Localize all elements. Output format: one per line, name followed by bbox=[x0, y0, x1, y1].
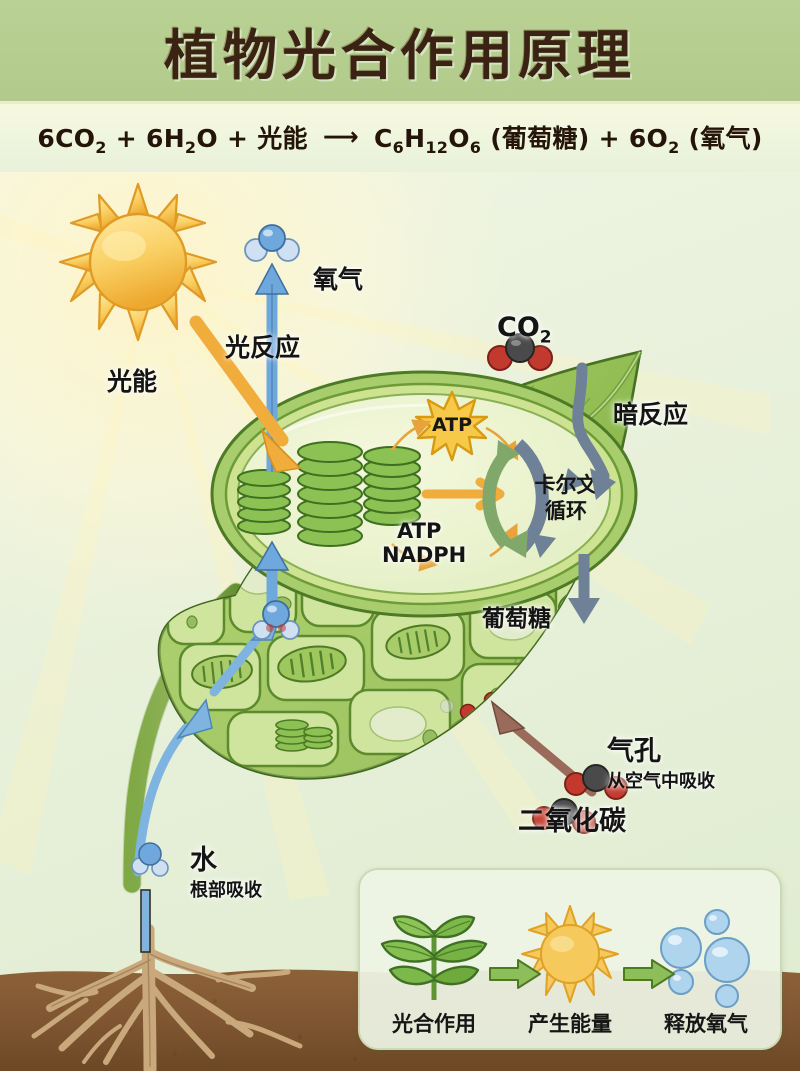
eq-o2-sub: 2 bbox=[668, 138, 680, 157]
sun-icon bbox=[58, 182, 218, 342]
legend-caption-photosynthesis: 光合作用 bbox=[392, 1012, 476, 1036]
co2-molecule-icon bbox=[487, 333, 553, 371]
eq-glucose-sub2: 12 bbox=[425, 138, 449, 157]
photosynthesis-equation: 6CO2 + 6H2O + 光能 ⟶ C6H12O6 (葡萄糖) + 6O2 (… bbox=[37, 119, 762, 157]
label-water-sub: 根部吸收 bbox=[190, 880, 262, 901]
label-light-energy: 光能 bbox=[107, 367, 158, 396]
thylakoid-grana-stacks bbox=[237, 441, 421, 547]
label-dark-reaction: 暗反应 bbox=[613, 400, 689, 429]
legend-arrow-2-icon bbox=[623, 959, 675, 989]
co2-intake-arrow bbox=[572, 362, 616, 500]
eq-o2: 6O bbox=[628, 124, 669, 153]
page-title: 植物光合作用原理 bbox=[164, 24, 636, 87]
label-atp-nadph-line2: NADPH bbox=[382, 543, 467, 567]
label-light-reaction: 光反应 bbox=[225, 333, 301, 362]
water-molecule-icon bbox=[252, 600, 300, 640]
calvin-cycle-label-line1: 卡尔文 bbox=[535, 473, 599, 497]
label-co2-subscript: 2 bbox=[539, 327, 552, 348]
co2-external-molecules-icon bbox=[532, 764, 628, 834]
legend-caption-energy: 产生能量 bbox=[528, 1012, 612, 1036]
label-co2-formula: CO2 bbox=[497, 312, 552, 347]
eq-glucose-c: C bbox=[373, 124, 393, 153]
summary-legend-panel: 光合作用 产生能量 bbox=[358, 868, 782, 1050]
eq-plus-1: + bbox=[115, 124, 137, 153]
calvin-cycle-ring bbox=[482, 439, 586, 558]
photosynthesis-illustration: ATP 卡尔文 bbox=[58, 182, 643, 894]
eq-co2: 6CO bbox=[37, 124, 96, 153]
legend-item-photosynthesis[interactable]: 光合作用 bbox=[374, 896, 494, 1038]
eq-light-energy: 光能 bbox=[257, 124, 308, 153]
water-molecule-stem-icon bbox=[131, 842, 169, 877]
legend-caption-oxygen: 释放氧气 bbox=[664, 1012, 748, 1036]
root-system bbox=[31, 889, 303, 1071]
title-band: 植物光合作用原理 bbox=[0, 0, 800, 104]
atp-star-label: ATP bbox=[432, 414, 472, 436]
label-stomata: 气孔 bbox=[607, 736, 661, 767]
legend-item-oxygen[interactable]: 释放氧气 bbox=[646, 896, 766, 1038]
label-oxygen: 氧气 bbox=[313, 265, 364, 294]
eq-glucose-h: H bbox=[404, 124, 426, 153]
eq-glucose-name: (葡萄糖) bbox=[490, 124, 590, 153]
legend-arrow-1-icon bbox=[489, 959, 541, 989]
label-glucose: 葡萄糖 bbox=[482, 606, 551, 632]
plant-sprout-icon bbox=[374, 896, 494, 1004]
equation-band: 6CO2 + 6H2O + 光能 ⟶ C6H12O6 (葡萄糖) + 6O2 (… bbox=[0, 104, 800, 172]
label-stomata-sub: 从空气中吸收 bbox=[607, 771, 715, 792]
oxygen-molecule-icon bbox=[244, 224, 300, 262]
eq-glucose-sub1: 6 bbox=[392, 138, 405, 157]
oxygen-bubbles-icon bbox=[646, 896, 766, 1008]
label-water: 水 bbox=[190, 845, 217, 876]
legend-item-energy[interactable]: 产生能量 bbox=[510, 896, 630, 1038]
eq-h2o: 6H bbox=[146, 124, 185, 153]
atp-star-icon: ATP bbox=[414, 390, 489, 462]
eq-plus-2: + bbox=[226, 124, 249, 153]
eq-h2o-tail: O bbox=[196, 124, 218, 153]
eq-o2-name: (氧气) bbox=[688, 124, 763, 153]
water-arrowhead-1 bbox=[176, 698, 213, 740]
label-atp-nadph-line1: ATP bbox=[397, 519, 442, 543]
sun-icon bbox=[510, 896, 630, 1004]
calvin-cycle-label-line2: 循环 bbox=[545, 499, 587, 523]
label-carbon-dioxide: 二氧化碳 bbox=[518, 806, 626, 837]
eq-glucose-sub3: 6 bbox=[469, 138, 482, 157]
light-energy-arrow bbox=[189, 315, 302, 473]
eq-h2o-sub: 2 bbox=[184, 138, 197, 157]
glucose-output-arrow bbox=[568, 554, 600, 624]
eq-glucose-o: O bbox=[448, 124, 470, 153]
eq-plus-3: + bbox=[598, 124, 620, 153]
eq-arrow-icon: ⟶ bbox=[322, 122, 359, 151]
label-co2-text: CO bbox=[497, 312, 540, 343]
eq-co2-sub: 2 bbox=[95, 138, 107, 157]
